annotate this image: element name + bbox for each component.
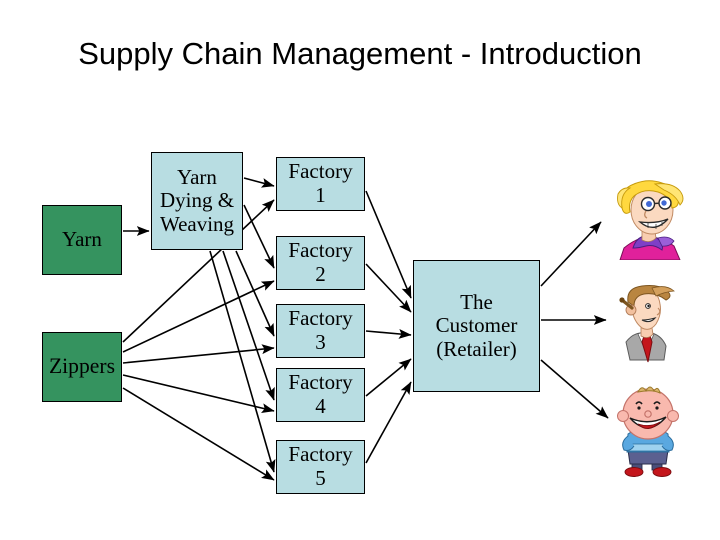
edge-factory-2-to-customer xyxy=(365,263,412,313)
factory-node-2-number: 2 xyxy=(315,262,326,286)
factory-node-5-number: 5 xyxy=(315,466,326,490)
edge-customer-to-consumer-woman xyxy=(540,221,602,287)
edge-factory-1-to-customer xyxy=(365,190,412,299)
edge-factory-4-to-customer xyxy=(365,358,412,397)
edge-factory-3-to-customer xyxy=(365,328,412,339)
factory-node-3-label: Factory xyxy=(288,306,353,331)
process-node-line-1: Yarn xyxy=(177,164,217,189)
supplier-node-yarn[interactable]: Yarn xyxy=(42,205,122,275)
factory-node-2-label: Factory xyxy=(288,238,353,263)
supplier-node-yarn-label: Yarn xyxy=(62,227,102,252)
factory-node-3[interactable]: Factory 3 xyxy=(276,304,365,358)
factory-node-1[interactable]: Factory 1 xyxy=(276,157,365,211)
customer-node-line-3: (Retailer) xyxy=(436,336,517,361)
factory-node-1-number: 1 xyxy=(315,183,326,207)
edge-customer-to-consumer-child xyxy=(540,359,609,419)
edge-factory-5-to-customer xyxy=(365,381,412,464)
edge-zippers-to-factory-4 xyxy=(122,374,275,414)
edge-dying-to-factory-5 xyxy=(209,250,276,473)
consumer-child-clipart xyxy=(606,384,690,478)
process-node-line-3: Weaving xyxy=(159,211,235,236)
factory-node-4[interactable]: Factory 4 xyxy=(276,368,365,422)
factory-node-2[interactable]: Factory 2 xyxy=(276,236,365,290)
supplier-node-zippers[interactable]: Zippers xyxy=(42,332,122,402)
process-node-line-2: Dying & xyxy=(159,188,235,213)
supplier-node-zippers-label: Zippers xyxy=(48,353,116,379)
factory-node-3-number: 3 xyxy=(315,330,326,354)
edge-dying-to-factory-4 xyxy=(222,250,275,401)
factory-node-1-label: Factory xyxy=(288,159,353,184)
edge-dying-to-factory-1 xyxy=(243,177,275,188)
customer-node-line-2: Customer xyxy=(435,313,518,338)
edge-zippers-to-factory-2 xyxy=(122,280,275,353)
page-title: Supply Chain Management - Introduction xyxy=(78,36,642,71)
consumer-woman-clipart xyxy=(600,178,696,260)
edge-dying-to-factory-2 xyxy=(243,204,275,269)
customer-node-line-1: The xyxy=(460,289,493,314)
customer-node[interactable]: The Customer (Retailer) xyxy=(413,260,540,392)
edge-zippers-to-factory-3 xyxy=(122,344,275,364)
factory-node-5[interactable]: Factory 5 xyxy=(276,440,365,494)
consumer-man-clipart xyxy=(608,282,682,372)
process-node-dying-weaving[interactable]: Yarn Dying & Weaving xyxy=(151,152,243,250)
factory-node-4-label: Factory xyxy=(288,370,353,395)
factory-node-4-number: 4 xyxy=(315,394,326,418)
edge-dying-to-factory-3 xyxy=(235,250,275,337)
edge-zippers-to-factory-5 xyxy=(122,387,275,481)
factory-node-5-label: Factory xyxy=(288,442,353,467)
edge-zippers-to-factory-1 xyxy=(122,199,275,343)
